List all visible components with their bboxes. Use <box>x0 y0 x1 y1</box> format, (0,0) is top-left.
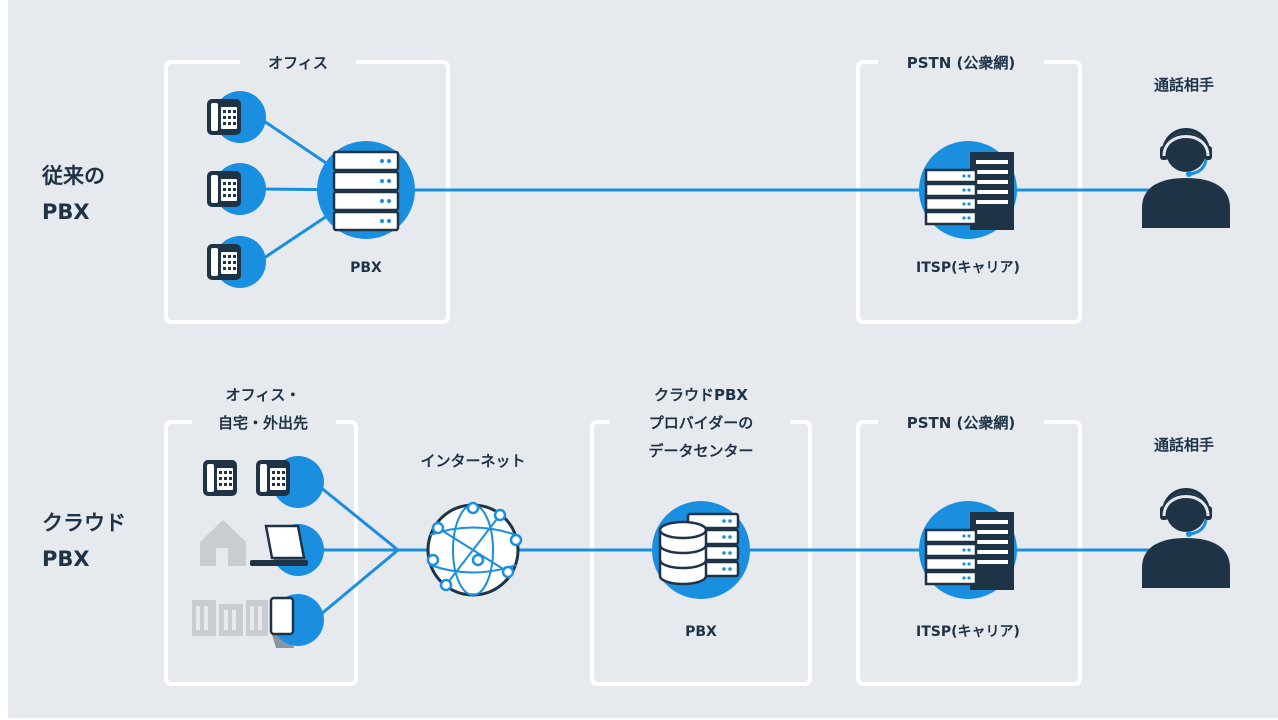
database-server-icon <box>652 501 750 599</box>
datacenter-box <box>590 420 812 686</box>
pbx-server-icon <box>317 141 415 239</box>
desk-phone-icon <box>207 163 266 215</box>
legacy-pbx-title-line2: PBX <box>42 200 90 224</box>
building-icon <box>919 501 1017 599</box>
desk-phone-icon <box>207 91 266 143</box>
provider-label-line1: クラウドPBX <box>654 386 748 404</box>
provider-label-line3: データセンター <box>648 442 753 460</box>
diagram-canvas: 従来の PBX クラウド PBX オフィス PSTN (公衆網) PBX ITS… <box>8 0 1278 718</box>
pstn-box-legacy <box>856 60 1082 324</box>
pstn-label-legacy: PSTN (公衆網) <box>907 54 1016 72</box>
legacy-pbx-title-line1: 従来の <box>41 164 105 188</box>
location-label-line2: 自宅・外出先 <box>218 414 308 432</box>
person-headset-icon <box>1140 128 1232 230</box>
house-icon <box>200 520 246 566</box>
pstn-label-cloud: PSTN (公衆網) <box>907 414 1016 432</box>
cloud-pbx-title-line2: PBX <box>42 547 90 571</box>
building-icon <box>919 141 1017 239</box>
office-box <box>164 60 450 324</box>
party-label-legacy: 通話相手 <box>1154 76 1214 94</box>
itsp-label-legacy: ITSP(キャリア) <box>916 260 1020 276</box>
globe-network-icon <box>426 501 523 597</box>
internet-label: インターネット <box>420 452 525 470</box>
desk-phone-icon <box>207 236 266 288</box>
location-box <box>164 420 358 686</box>
office-label: オフィス <box>268 54 328 72</box>
party-label-cloud: 通話相手 <box>1154 436 1214 454</box>
desk-phone-icon <box>203 456 324 508</box>
itsp-label-cloud: ITSP(キャリア) <box>916 624 1020 640</box>
pstn-box-cloud <box>856 420 1082 686</box>
laptop-icon <box>250 524 324 576</box>
cloud-pbx-title-line1: クラウド <box>42 511 126 535</box>
location-label-line1: オフィス・ <box>226 386 301 404</box>
person-headset-icon <box>1140 488 1232 590</box>
diagram-svg: 従来の PBX クラウド PBX オフィス PSTN (公衆網) PBX ITS… <box>41 54 1232 686</box>
pbx-label-cloud: PBX <box>685 624 717 640</box>
pbx-label-legacy: PBX <box>350 260 382 276</box>
provider-label-line2: プロバイダーの <box>649 414 753 432</box>
smartphone-icon <box>269 594 324 646</box>
